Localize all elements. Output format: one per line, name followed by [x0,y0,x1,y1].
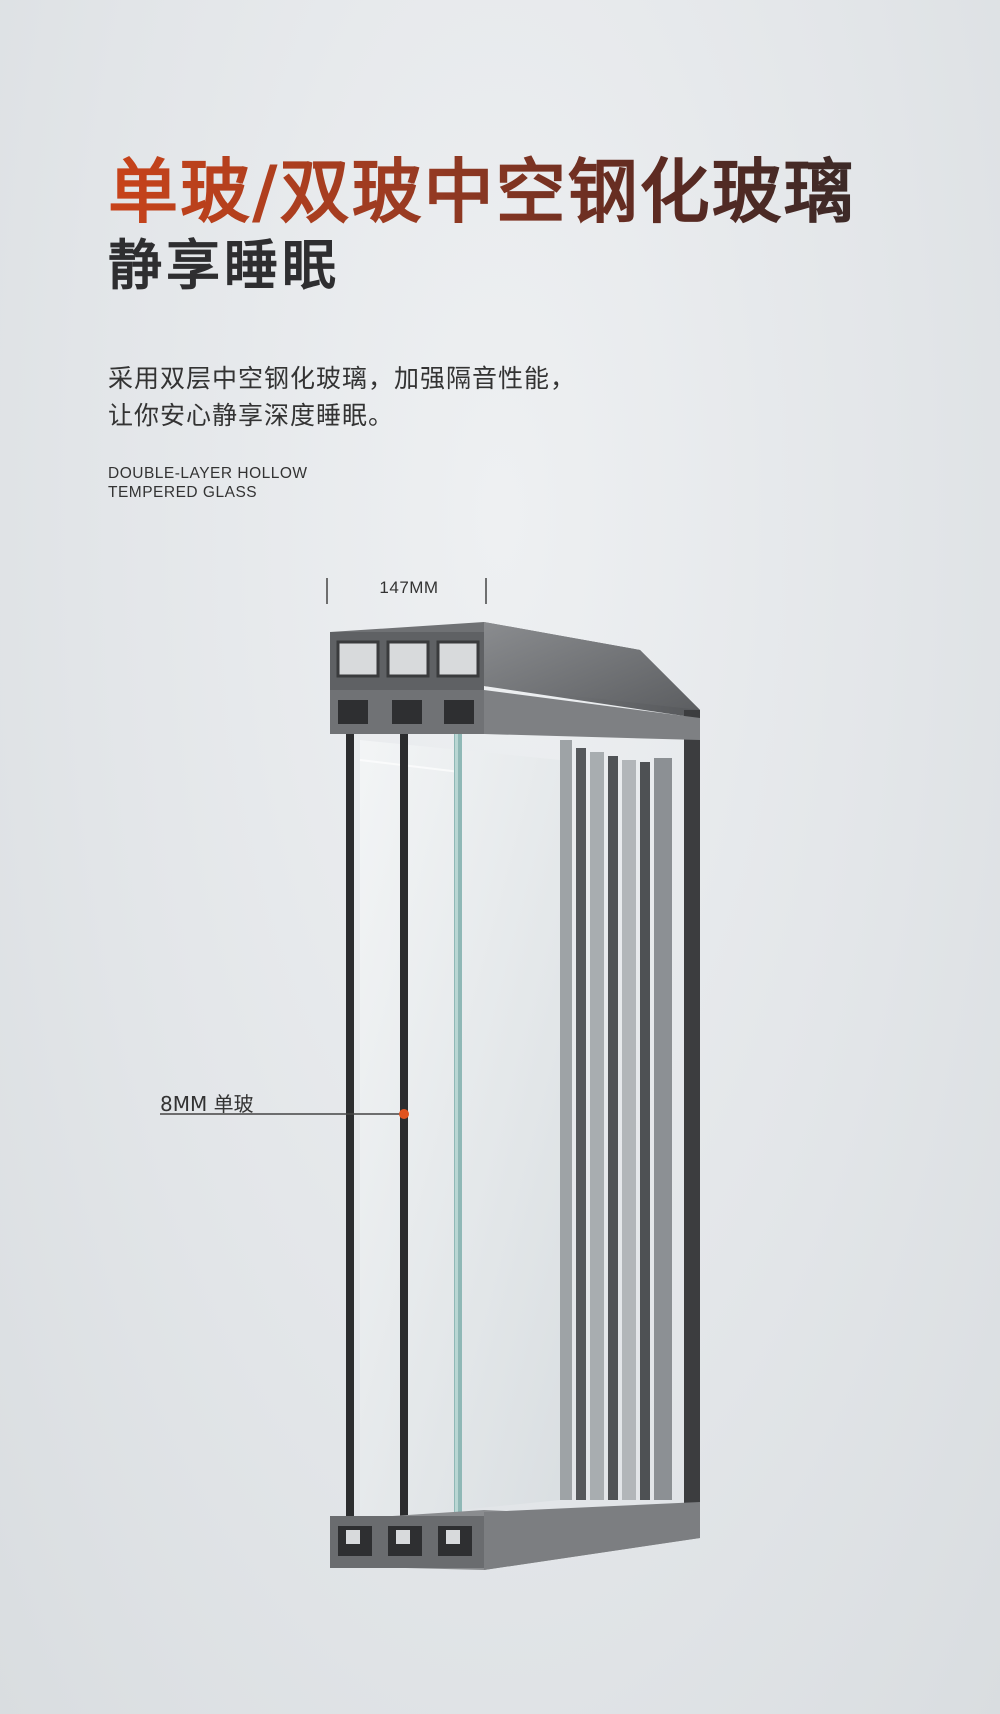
bottom-profile [330,1502,700,1570]
glass-callout-label: 8MM 单玻 [160,1092,254,1116]
description-line-2: 让你安心静享深度睡眠。 [108,401,395,430]
sash-rails [560,740,672,1500]
subheadline: 静享睡眠 [108,234,340,297]
glass-edges [346,734,462,1524]
description: 采用双层中空钢化玻璃，加强隔音性能， 让你安心静享深度睡眠。 [108,360,576,434]
glass-callout-marker [160,1109,409,1119]
english-label-line-2: TEMPERED GLASS [108,484,258,501]
english-label-line-1: DOUBLE-LAYER HOLLOW [108,465,308,482]
dimension-label: 147MM [379,578,439,597]
frame-back [484,622,700,1538]
dimension-marker [326,578,487,604]
description-line-1: 采用双层中空钢化玻璃，加强隔音性能， [108,364,577,393]
headline: 单玻/双玻中空钢化玻璃 [108,151,856,233]
top-profile [330,622,700,740]
english-label: DOUBLE-LAYER HOLLOW TEMPERED GLASS [108,464,308,502]
